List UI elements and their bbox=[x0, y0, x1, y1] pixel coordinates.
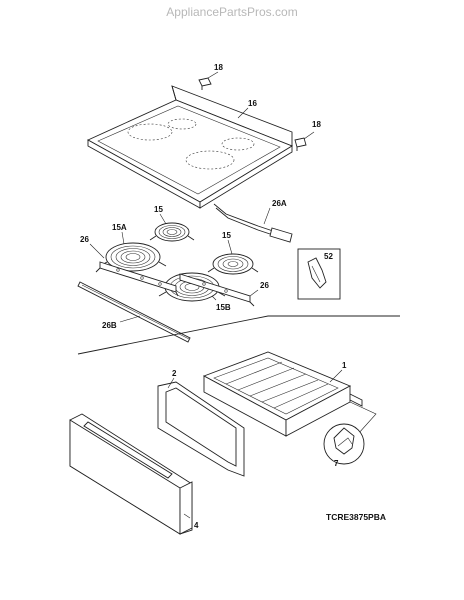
diagram-code: TCRE3875PBA bbox=[326, 512, 386, 522]
callout-7: 7 bbox=[334, 459, 339, 468]
callout-15B: 15B bbox=[216, 303, 231, 312]
section-separator-line bbox=[77, 315, 400, 355]
callout-16: 16 bbox=[248, 99, 257, 108]
callout-18-right: 18 bbox=[312, 120, 321, 129]
wire-harness-part-26A[interactable] bbox=[213, 203, 293, 243]
drawer-front-panel-part-4[interactable] bbox=[69, 413, 193, 535]
callout-2: 2 bbox=[172, 369, 177, 378]
bracket-part-18-left[interactable] bbox=[198, 77, 212, 90]
small-burner-part-15-right[interactable] bbox=[207, 253, 259, 275]
detail-circle-part-7[interactable] bbox=[323, 401, 377, 465]
callout-15A: 15A bbox=[112, 223, 127, 232]
callout-15-right: 15 bbox=[222, 231, 231, 240]
small-burner-part-15-top[interactable] bbox=[149, 222, 195, 242]
drawer-box-part-1[interactable] bbox=[202, 351, 363, 437]
callout-4: 4 bbox=[194, 521, 199, 530]
callout-1: 1 bbox=[342, 361, 347, 370]
callout-15-top: 15 bbox=[154, 205, 163, 214]
drawer-frame-part-2[interactable] bbox=[157, 381, 245, 477]
support-rail-part-26-right[interactable] bbox=[179, 273, 255, 307]
callout-52: 52 bbox=[324, 252, 333, 261]
watermark-text: AppliancePartsPros.com bbox=[166, 5, 297, 19]
leader-lines bbox=[89, 71, 343, 519]
callout-26-right: 26 bbox=[260, 281, 269, 290]
callout-26B: 26B bbox=[102, 321, 117, 330]
detail-box-part-52[interactable] bbox=[297, 248, 341, 300]
support-rail-part-26-left[interactable] bbox=[95, 261, 179, 297]
callout-26A: 26A bbox=[272, 199, 287, 208]
cooktop-panel-part-16[interactable] bbox=[86, 85, 294, 209]
callout-26-left: 26 bbox=[80, 235, 89, 244]
bracket-part-18-right[interactable] bbox=[294, 137, 307, 151]
trim-strip-part-26B[interactable] bbox=[77, 281, 191, 343]
callout-18-top: 18 bbox=[214, 63, 223, 72]
